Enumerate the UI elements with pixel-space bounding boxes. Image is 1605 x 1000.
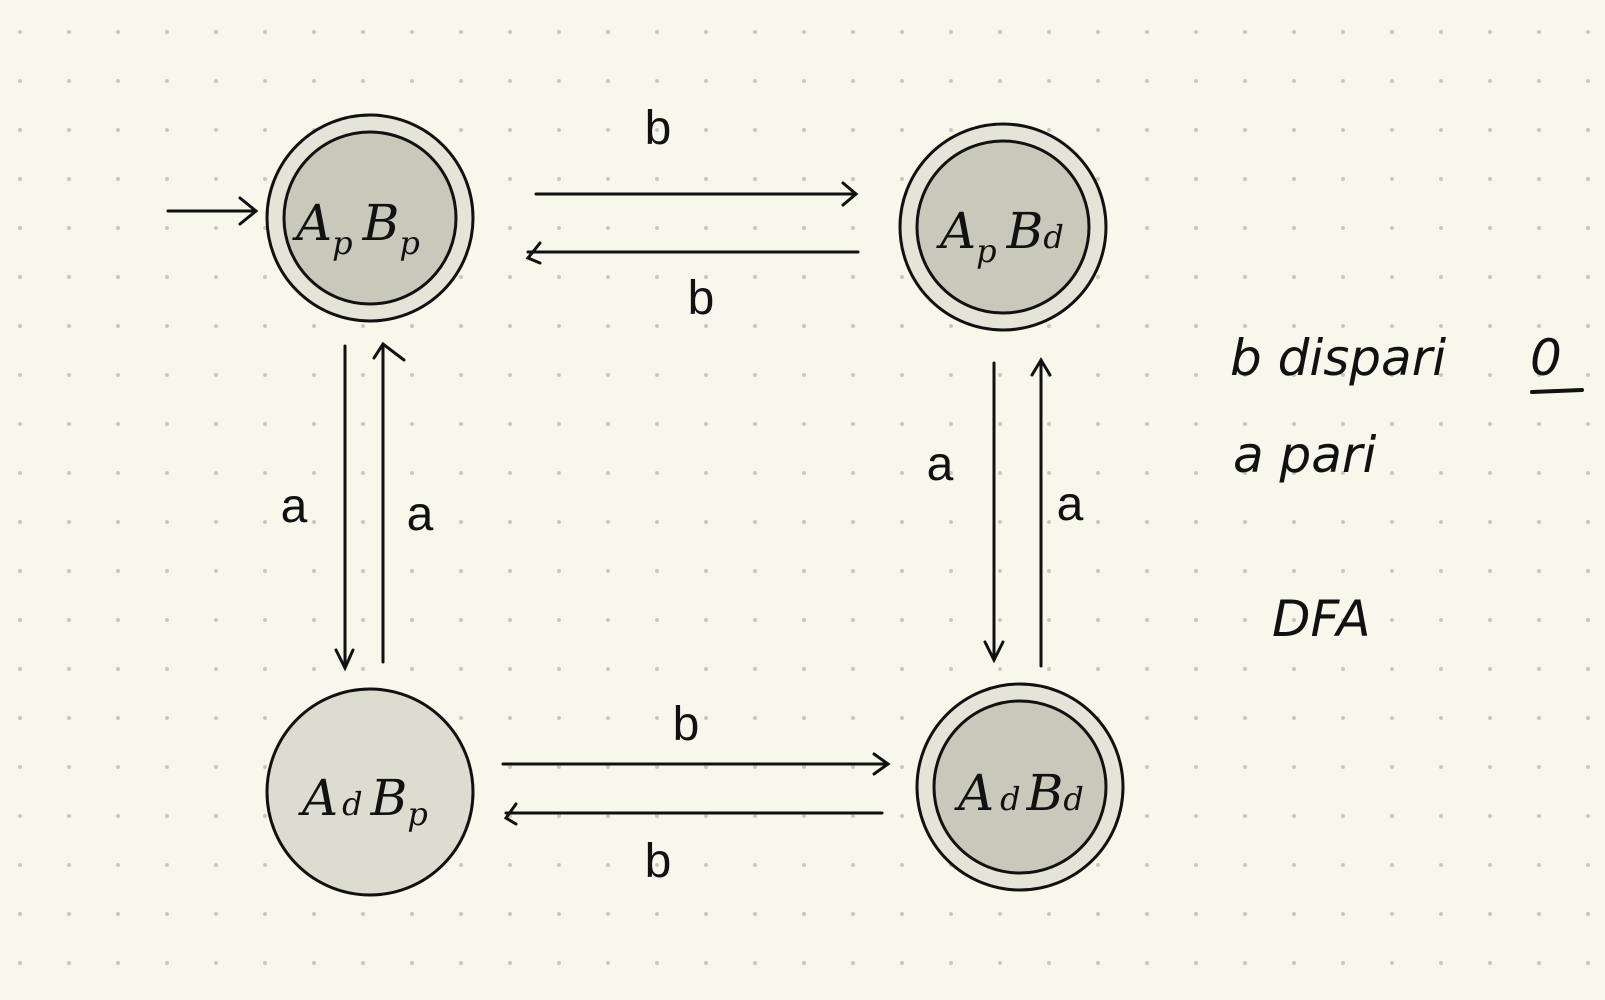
state-AdBd-inner-ring: [932, 699, 1108, 875]
note-line-1-mark: 0: [1530, 329, 1562, 387]
transition-ApBp-to-ApBd: [534, 181, 859, 207]
transition-ApBp-to-AdBp: [334, 344, 355, 672]
transition-label-ApBd-AdBd: a: [927, 438, 954, 491]
note-line-2: a pari: [1233, 426, 1376, 484]
transition-AdBd-to-AdBp: [503, 802, 884, 826]
note-mark-underline: [1530, 388, 1584, 394]
transition-label-ApBp-ApBd: b: [645, 102, 672, 155]
state-ApBp-inner-ring: [282, 130, 458, 306]
transition-ApBd-to-ApBp: [525, 241, 860, 265]
initial-arrow: [166, 196, 259, 226]
transition-AdBp-to-AdBd: [501, 752, 891, 776]
transition-label-AdBd-ApBd: a: [1057, 478, 1084, 531]
transition-label-AdBd-AdBp: b: [645, 835, 672, 888]
transition-label-ApBd-ApBp: b: [688, 272, 715, 325]
transition-ApBd-to-AdBd: [983, 361, 1005, 664]
transition-label-AdBp-AdBd: b: [673, 698, 700, 751]
note-line-3: DFA: [1272, 590, 1371, 648]
transition-label-AdBp-ApBp: a: [407, 488, 434, 541]
state-ApBd-inner-ring: [915, 139, 1091, 315]
state-AdBp-circle: [265, 687, 475, 897]
note-line-1: b dispari: [1230, 329, 1446, 387]
transition-AdBp-to-ApBp: [372, 341, 406, 664]
transition-AdBd-to-ApBd: [1030, 357, 1052, 668]
notes: b dispari 0 a pari DFA: [1230, 329, 1584, 648]
transition-label-ApBp-AdBp: a: [281, 480, 308, 533]
